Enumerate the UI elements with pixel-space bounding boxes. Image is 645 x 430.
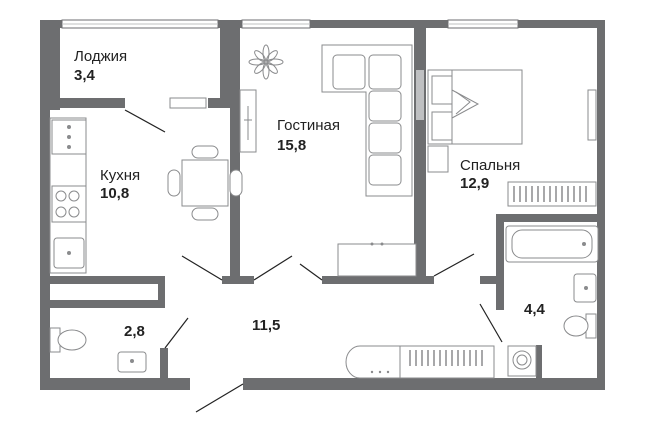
door-entrance: [195, 383, 244, 413]
door-living-left: [253, 255, 293, 281]
toilet-icon: [563, 313, 597, 339]
wall-bath-bottom: [536, 345, 542, 380]
tv-icon: [239, 89, 257, 153]
room-area-hall: 11,5: [252, 317, 280, 334]
wall-bath-corner: [480, 276, 502, 284]
room-name-loggia: Лоджия: [74, 48, 127, 65]
loggia-door-frame: [169, 97, 207, 109]
sink-icon: [53, 237, 85, 269]
door-living-right: [299, 263, 323, 281]
room-name-bedroom: Спальня: [460, 157, 520, 174]
room-area-bathroom: 4,4: [524, 301, 546, 318]
room-area-toilet: 2,8: [124, 323, 145, 340]
wall-bath-top: [496, 214, 600, 222]
radiator-icon: [337, 242, 417, 277]
wardrobe: [345, 345, 495, 379]
wall-bottom-right: [243, 378, 605, 390]
wall-bottom-left: [40, 378, 190, 390]
door-kitchen: [181, 255, 223, 281]
nightstand: [427, 145, 449, 173]
wall-toilet-corner: [158, 276, 165, 308]
wall-loggia-bottom: [50, 98, 125, 108]
partition-glass: [416, 70, 424, 120]
wall-kitchen-corner: [222, 276, 254, 284]
tv-icon: [587, 89, 597, 141]
sink-icon: [573, 273, 597, 303]
bathtub-icon: [505, 225, 599, 263]
wall-living-bottom: [322, 276, 422, 284]
bed-icon: [427, 69, 523, 145]
door-toilet: [164, 317, 189, 349]
wall-loggia-left: [50, 28, 60, 110]
doors: [124, 109, 503, 413]
room-name-kitchen: Кухня: [100, 167, 140, 184]
wall-bedroom-corner: [414, 276, 434, 284]
door-loggia: [124, 109, 166, 133]
wall-top: [40, 20, 605, 28]
sofa-icon: [321, 44, 413, 197]
wall-toilet-top: [50, 300, 165, 308]
washing-machine-icon: [507, 345, 537, 377]
radiator-icon: [507, 181, 597, 207]
room-area-bedroom: 12,9: [460, 175, 489, 192]
dining-table-icon: [167, 145, 243, 221]
radiator-icon: [370, 350, 483, 374]
wall-bath-left: [496, 214, 504, 310]
room-area-living: 15,8: [277, 137, 306, 154]
door-bathroom: [479, 303, 503, 343]
plant-icon: [248, 44, 284, 80]
wall-living-left: [230, 20, 240, 280]
room-area-loggia: 3,4: [74, 67, 96, 84]
sink-icon: [117, 351, 147, 373]
door-bedroom: [433, 253, 475, 277]
wall-toilet-right: [160, 348, 168, 380]
wall-loggia-right: [220, 20, 230, 108]
room-area-kitchen: 10,8: [100, 185, 129, 202]
windows: [61, 19, 519, 120]
wall-left: [40, 20, 50, 390]
room-labels: Лоджия 3,4 Кухня 10,8 Гостиная 15,8 Спал…: [74, 48, 546, 340]
wall-right: [597, 20, 605, 390]
toilet-icon: [49, 327, 87, 353]
room-name-living: Гостиная: [277, 117, 340, 134]
wall-kitchen-bottom: [50, 276, 165, 284]
walls: [40, 20, 605, 390]
